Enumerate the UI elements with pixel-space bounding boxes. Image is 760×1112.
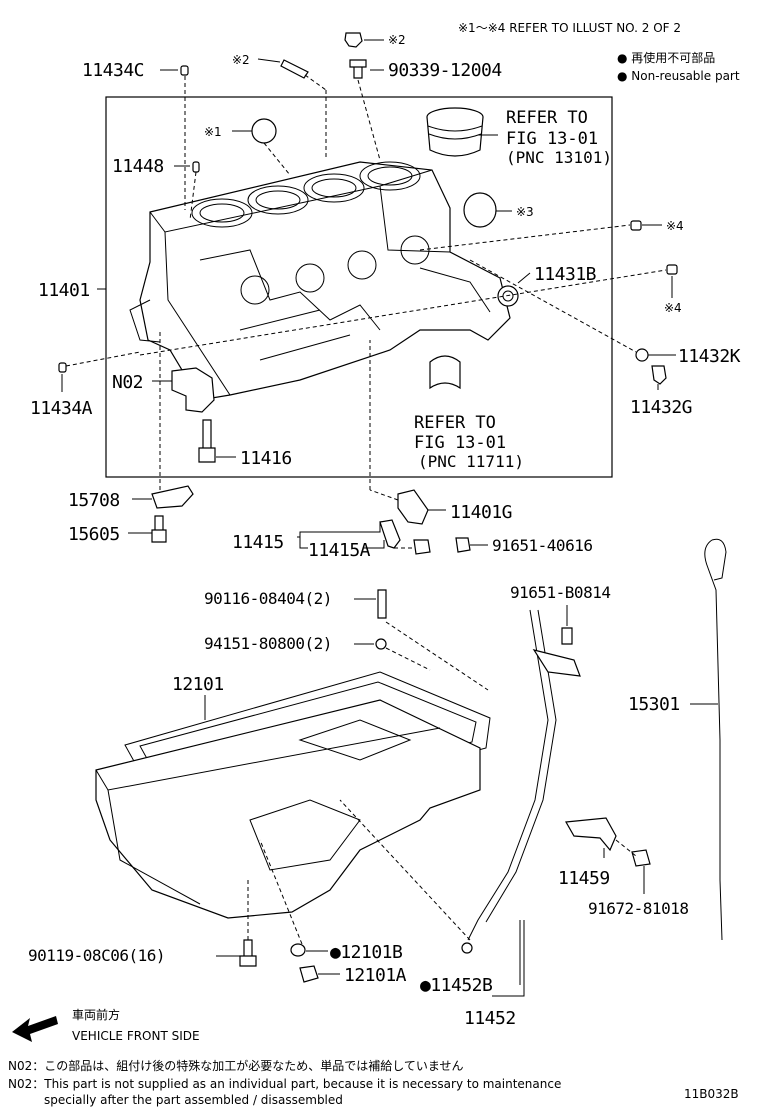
bolt-90339 xyxy=(349,59,367,79)
plug-1 xyxy=(251,118,277,144)
label-11415[interactable]: 11415 xyxy=(232,532,284,553)
label-15708[interactable]: 15708 xyxy=(68,490,120,511)
bearing-drawing xyxy=(429,355,461,390)
label-11452b[interactable]: ●11452B xyxy=(420,975,493,996)
bracket-15708 xyxy=(151,485,194,509)
footnote-en-1: N02：This part is not supplied as an indi… xyxy=(8,1077,561,1091)
dipstick-guide-drawing xyxy=(467,609,549,941)
bracket-11459 xyxy=(565,817,617,852)
label-11434c[interactable]: 11434C xyxy=(82,60,145,81)
label-11401[interactable]: 11401 xyxy=(38,280,90,301)
plug-3 xyxy=(463,192,497,228)
refer2-line3: (PNC 11711) xyxy=(418,452,524,471)
block-frame xyxy=(105,96,613,478)
refer2-line1: REFER TO xyxy=(414,413,496,433)
label-15605[interactable]: 15605 xyxy=(68,524,120,545)
nut-94151 xyxy=(375,638,387,650)
drain-plug-12101a xyxy=(299,965,319,983)
piston-drawing xyxy=(426,107,484,157)
plug-2-top xyxy=(344,32,363,48)
label-11459[interactable]: 11459 xyxy=(558,868,610,889)
bolt-90119 xyxy=(239,939,257,967)
pin-11434c xyxy=(180,65,189,76)
label-15301[interactable]: 15301 xyxy=(628,694,680,715)
dipstick-drawing xyxy=(704,539,723,941)
pin-11434a xyxy=(58,362,67,373)
label-91651-40616[interactable]: 91651-40616 xyxy=(492,536,593,555)
dipstick-handle xyxy=(711,538,727,581)
label-94151-80800[interactable]: 94151-80800(2) xyxy=(204,634,332,653)
label-11416[interactable]: 11416 xyxy=(240,448,292,469)
label-11415a[interactable]: 11415A xyxy=(308,540,371,561)
mark-2-top: ※2 xyxy=(388,33,406,47)
plug-11415a xyxy=(413,539,431,555)
refer1-line3: (PNC 13101) xyxy=(506,148,612,167)
stud-2 xyxy=(280,59,309,79)
label-n02: N02 xyxy=(112,372,143,393)
bolt-91651-40616 xyxy=(455,537,471,553)
bolt-11415 xyxy=(379,519,401,549)
bolt-11416 xyxy=(198,419,216,463)
mark-2-stud: ※2 xyxy=(232,53,250,67)
washer-12101b xyxy=(290,943,306,957)
label-91651-b0814[interactable]: 91651-B0814 xyxy=(510,583,611,602)
label-11434a[interactable]: 11434A xyxy=(30,398,93,419)
bolt-91672 xyxy=(631,849,651,867)
sensor-11401g xyxy=(397,489,429,525)
dipstick-guide-drawing-2 xyxy=(485,609,557,923)
label-11432k[interactable]: 11432K xyxy=(678,346,741,367)
label-90119-08c06[interactable]: 90119-08C06(16) xyxy=(28,946,166,965)
mark-3: ※3 xyxy=(516,205,534,219)
label-90339-12004[interactable]: 90339-12004 xyxy=(388,60,502,81)
pin-4a xyxy=(630,220,642,231)
footnote-jp: N02：この部品は、組付け後の特殊な加工が必要なため、単品では補給していません xyxy=(8,1058,464,1073)
front-jp: 車両前方 xyxy=(72,1007,120,1022)
washer-11432k xyxy=(635,348,649,362)
bolt-91651-b0814 xyxy=(561,627,573,645)
mark-4b: ※4 xyxy=(664,301,682,315)
vehicle-front-arrow-icon xyxy=(12,1016,58,1042)
legend-en: ● Non-reusable part xyxy=(617,69,740,83)
guide-bracket xyxy=(532,649,581,677)
pin-11448 xyxy=(192,161,200,173)
label-11452[interactable]: 11452 xyxy=(464,1008,516,1029)
illustration-id: 11B032B xyxy=(684,1087,739,1101)
mark-1: ※1 xyxy=(204,125,222,139)
label-12101[interactable]: 12101 xyxy=(172,674,224,695)
front-en: VEHICLE FRONT SIDE xyxy=(72,1029,200,1043)
label-11432g[interactable]: 11432G xyxy=(630,397,693,418)
label-91672-81018[interactable]: 91672-81018 xyxy=(588,899,689,918)
leader-lines xyxy=(61,39,718,997)
footnote-en-2: specially after the part assembled / dis… xyxy=(44,1093,343,1107)
label-11401g[interactable]: 11401G xyxy=(450,502,513,523)
pin-4b xyxy=(666,264,678,275)
refer-note: ※1～※4 REFER TO ILLUST NO. 2 OF 2 xyxy=(458,21,681,35)
mark-4a: ※4 xyxy=(666,219,684,233)
bracket-n02 xyxy=(171,367,215,413)
label-12101a[interactable]: 12101A xyxy=(344,965,407,986)
label-11448[interactable]: 11448 xyxy=(112,156,164,177)
oil-pan-drawing xyxy=(95,699,481,919)
legend-jp: ● 再使用不可部品 xyxy=(617,50,715,65)
label-90116-08404[interactable]: 90116-08404(2) xyxy=(204,589,332,608)
plug-11432g xyxy=(651,365,667,385)
label-12101b[interactable]: ●12101B xyxy=(330,942,403,963)
bolt-15605 xyxy=(151,515,167,543)
label-11431b[interactable]: 11431B xyxy=(534,264,597,285)
stud-90116 xyxy=(377,589,387,619)
refer1-line1: REFER TO xyxy=(506,108,588,128)
refer1-line2: FIG 13-01 xyxy=(506,129,598,149)
refer2-line2: FIG 13-01 xyxy=(414,433,506,453)
oring-11452b xyxy=(461,942,473,954)
